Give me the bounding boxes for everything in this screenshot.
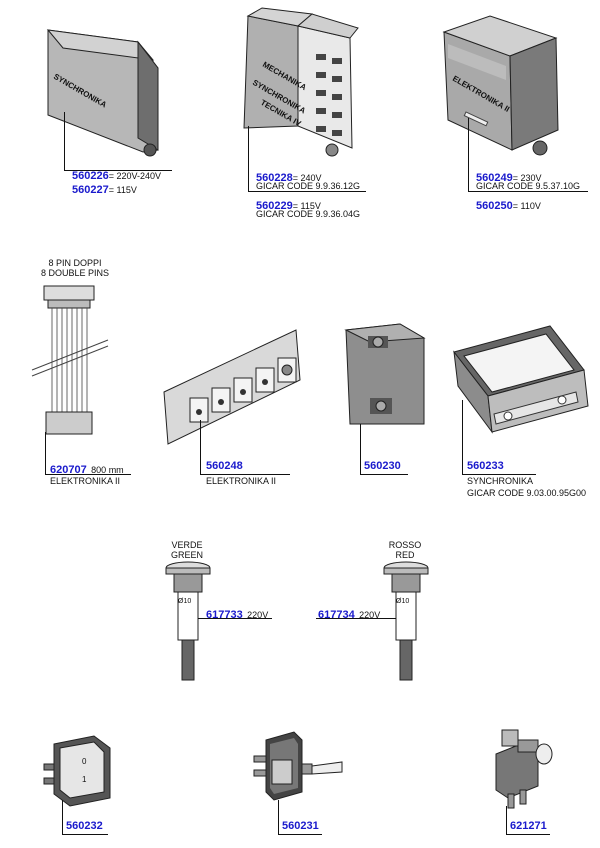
- lamp-green-color-it: VERDE: [171, 540, 203, 550]
- part-code-560230[interactable]: 560230: [364, 460, 401, 472]
- indicator-lamp-green-drawing: [165, 561, 211, 681]
- rocker-switch-mark-1: 1: [82, 775, 87, 784]
- elektronika-box-drawing: ELEKTRONIKA II: [442, 15, 559, 156]
- lamp-red-color-it: ROSSO: [388, 540, 422, 550]
- gicar-code-3: GICAR CODE 9.5.37.10G: [476, 181, 581, 191]
- display-gicar: GICAR CODE 9.03.00.95G00: [467, 488, 587, 498]
- mechanika-box-drawing: MECHANIKA SYNCHRONIKA TECNIKA IV: [243, 7, 359, 157]
- synchronika-box-drawing: SYNCHRONIKA: [46, 29, 159, 157]
- rocker-switch-drawing: 0 1: [43, 735, 111, 807]
- part-code-621271[interactable]: 621271: [510, 820, 547, 832]
- solid-state-relay-drawing: [344, 323, 426, 425]
- part-code-560227[interactable]: 560227: [72, 184, 109, 196]
- lamp-green-diameter: Ø10: [178, 598, 192, 605]
- flat-cable-drawing: [31, 285, 109, 435]
- rocker-switch-mark-0: 0: [82, 757, 87, 766]
- part-code-617734[interactable]: 617734: [318, 609, 355, 621]
- cable-note-1: 8 PIN DOPPI: [48, 258, 102, 268]
- keypad-desc: ELEKTRONIKA II: [206, 476, 277, 486]
- lamp-red-diameter: Ø10: [396, 598, 410, 605]
- part-code-560232[interactable]: 560232: [66, 820, 103, 832]
- part-code-560231[interactable]: 560231: [282, 820, 319, 832]
- toggle-switch-drawing: [253, 731, 343, 801]
- part-code-560248[interactable]: 560248: [206, 460, 243, 472]
- part-code-620707[interactable]: 620707: [50, 464, 87, 476]
- gicar-code-2: GICAR CODE 9.9.36.04G: [256, 209, 361, 219]
- part-code-617733[interactable]: 617733: [206, 609, 243, 621]
- cable-desc: ELEKTRONIKA II: [50, 476, 121, 486]
- display-unit-drawing: [453, 325, 589, 434]
- lamp-green-color-en: GREEN: [170, 550, 203, 560]
- display-desc: SYNCHRONIKA: [467, 476, 534, 486]
- cable-note-2: 8 DOUBLE PINS: [40, 268, 110, 278]
- part-code-560233[interactable]: 560233: [467, 460, 504, 472]
- lamp-red-color-en: RED: [395, 550, 415, 560]
- gicar-code-1: GICAR CODE 9.9.36.12G: [256, 181, 361, 191]
- micro-switch-drawing: [495, 729, 553, 809]
- part-code-560249[interactable]: 560249: [476, 172, 513, 184]
- indicator-lamp-red-drawing: [383, 561, 429, 681]
- part-code-560226[interactable]: 560226: [72, 170, 109, 182]
- part-code-560228[interactable]: 560228: [256, 172, 293, 184]
- part-code-560229[interactable]: 560229: [256, 200, 293, 212]
- part-code-560250[interactable]: 560250: [476, 200, 513, 212]
- keypad-board-drawing: [163, 329, 301, 445]
